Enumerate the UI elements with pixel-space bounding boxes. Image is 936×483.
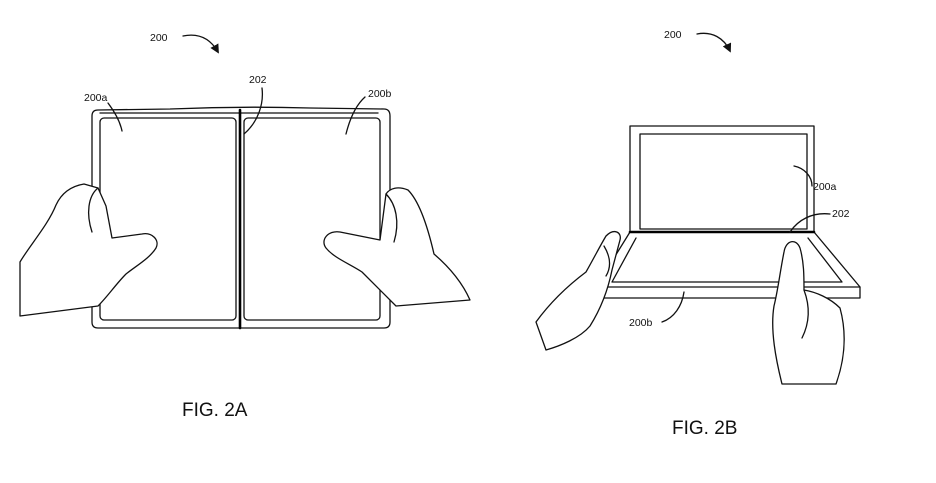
- fig2a-left-screen: [99, 117, 237, 321]
- fig2b-upper-screen-ref: 200a: [813, 181, 837, 193]
- fig2a-left-hand: [19, 183, 158, 317]
- fig2a-device-ref: 200: [150, 32, 168, 44]
- fig2a-left-hand-finger-line: [87, 187, 99, 233]
- fig2b-hinge-leader: [789, 213, 831, 233]
- fig2b-lower-screen-leader: [661, 291, 685, 323]
- fig2a-hinge-leader: [243, 87, 264, 135]
- fig2a-hinge-ref: 202: [249, 74, 267, 86]
- fig2b-lower-panel: [595, 231, 861, 299]
- fig2a-left-screen-ref: 200a: [84, 92, 108, 104]
- fig2a-tablet: [91, 106, 391, 330]
- fig2a-right-screen: [243, 117, 381, 321]
- fig2a-right-hand: [323, 187, 471, 307]
- fig2a-device-arrow: [182, 34, 219, 54]
- fig2b-lower-screen-ref: 200b: [629, 317, 653, 329]
- fig2a-right-screen-leader: [345, 96, 366, 135]
- fig2b-device-arrow: [696, 32, 732, 53]
- fig2b-hinge-ref: 202: [832, 208, 850, 220]
- fig2b-left-hand: [535, 230, 621, 351]
- fig2b-laptop: [595, 125, 861, 299]
- figure-2b: 200 200a 202 200b FIG. 2B: [535, 29, 861, 439]
- fig2a-tablet-body: [91, 106, 391, 329]
- fig2a-left-screen-leader: [107, 102, 123, 132]
- fig2a-right-screen-ref: 200b: [368, 88, 392, 100]
- fig2b-upper-panel: [629, 125, 815, 233]
- fig2b-upper-screen-leader: [793, 165, 813, 187]
- fig2b-right-hand-finger-line: [801, 289, 809, 339]
- fig2b-caption: FIG. 2B: [672, 418, 737, 439]
- fig2b-lower-screen: [611, 237, 843, 283]
- figure-2a: 200 200a 202 200b FIG. 2A: [19, 32, 471, 421]
- fig2a-caption: FIG. 2A: [182, 400, 248, 421]
- fig2a-right-hand-finger-line: [385, 193, 398, 243]
- fig2b-upper-screen: [639, 133, 808, 230]
- fig2b-left-hand-finger-line: [603, 245, 611, 277]
- fig2b-device-ref: 200: [664, 29, 682, 41]
